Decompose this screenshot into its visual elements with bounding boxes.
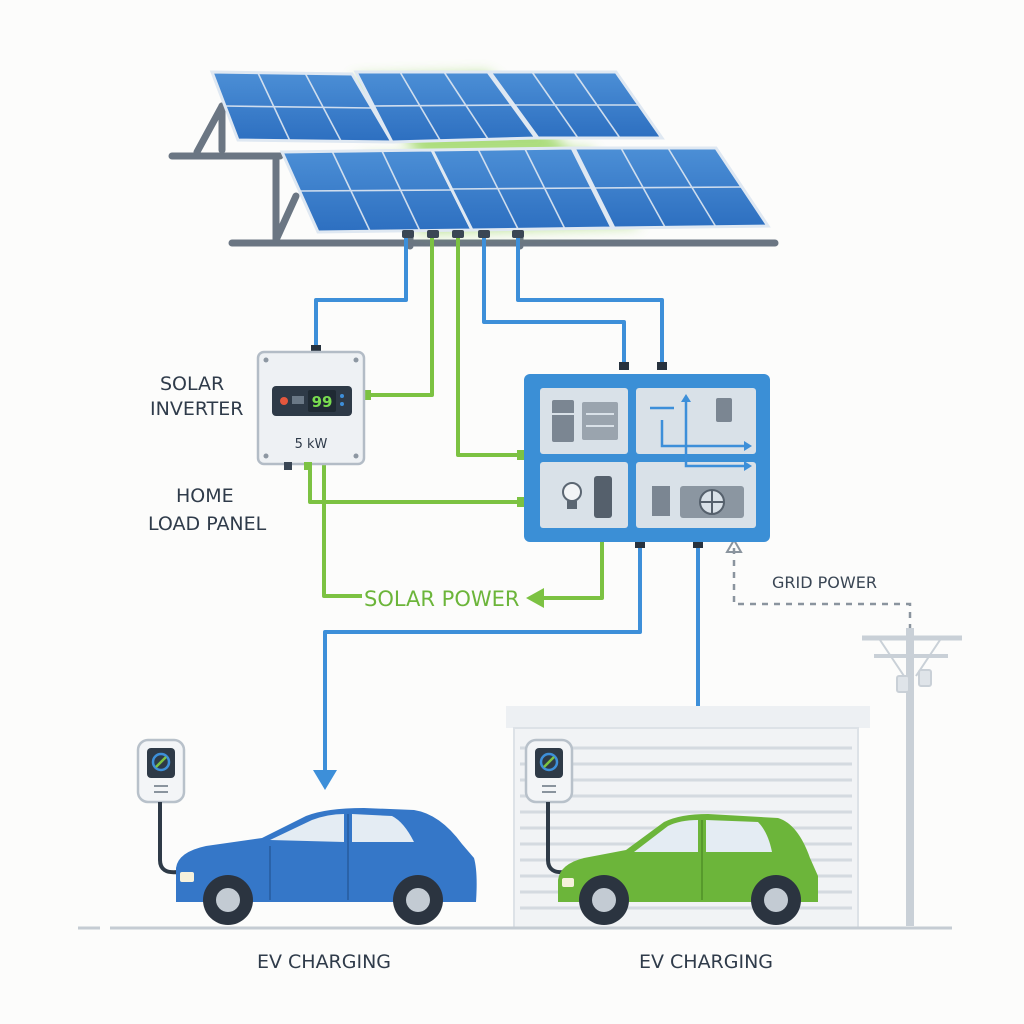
ev-charging-label-left: EV CHARGING <box>257 951 391 973</box>
ev-feed-arrow-left <box>313 770 337 790</box>
grid-power-dashed-line <box>732 548 912 630</box>
solar-power-arrow <box>526 588 544 608</box>
car-icon <box>176 808 477 925</box>
wire-connectors <box>311 345 703 548</box>
distribution-arrows-icon <box>650 400 744 468</box>
solar-inverter-label-line1: SOLAR <box>160 373 224 395</box>
inverter-icon <box>256 350 366 470</box>
inverter-rating: 5 kW <box>295 437 328 452</box>
grid-power-label: GRID POWER <box>772 573 877 592</box>
appliance-stack-icon <box>582 402 618 440</box>
utility-pole-icon <box>862 628 962 926</box>
ev-charger-icon <box>136 738 186 875</box>
phone-charger-icon <box>594 476 612 518</box>
fan-icon <box>652 486 744 518</box>
array-mount-frame <box>168 102 779 250</box>
inverter-display-value: 99 <box>312 393 333 411</box>
load-panel-icon <box>524 374 770 542</box>
home-load-label-line1: HOME <box>176 485 234 507</box>
solar-array-icon <box>168 70 779 250</box>
car-icon <box>558 814 818 925</box>
lightbulb-icon <box>562 482 582 509</box>
grid-power-arrow <box>725 538 743 553</box>
junction-boxes <box>402 230 524 238</box>
solar-power-wires <box>308 238 604 600</box>
refrigerator-icon <box>552 400 574 442</box>
solar-power-label: SOLAR POWER <box>364 587 520 611</box>
ev-charging-label-right: EV CHARGING <box>639 951 773 973</box>
home-load-label-line2: LOAD PANEL <box>148 513 267 535</box>
solar-inverter-label-line2: INVERTER <box>150 398 243 420</box>
